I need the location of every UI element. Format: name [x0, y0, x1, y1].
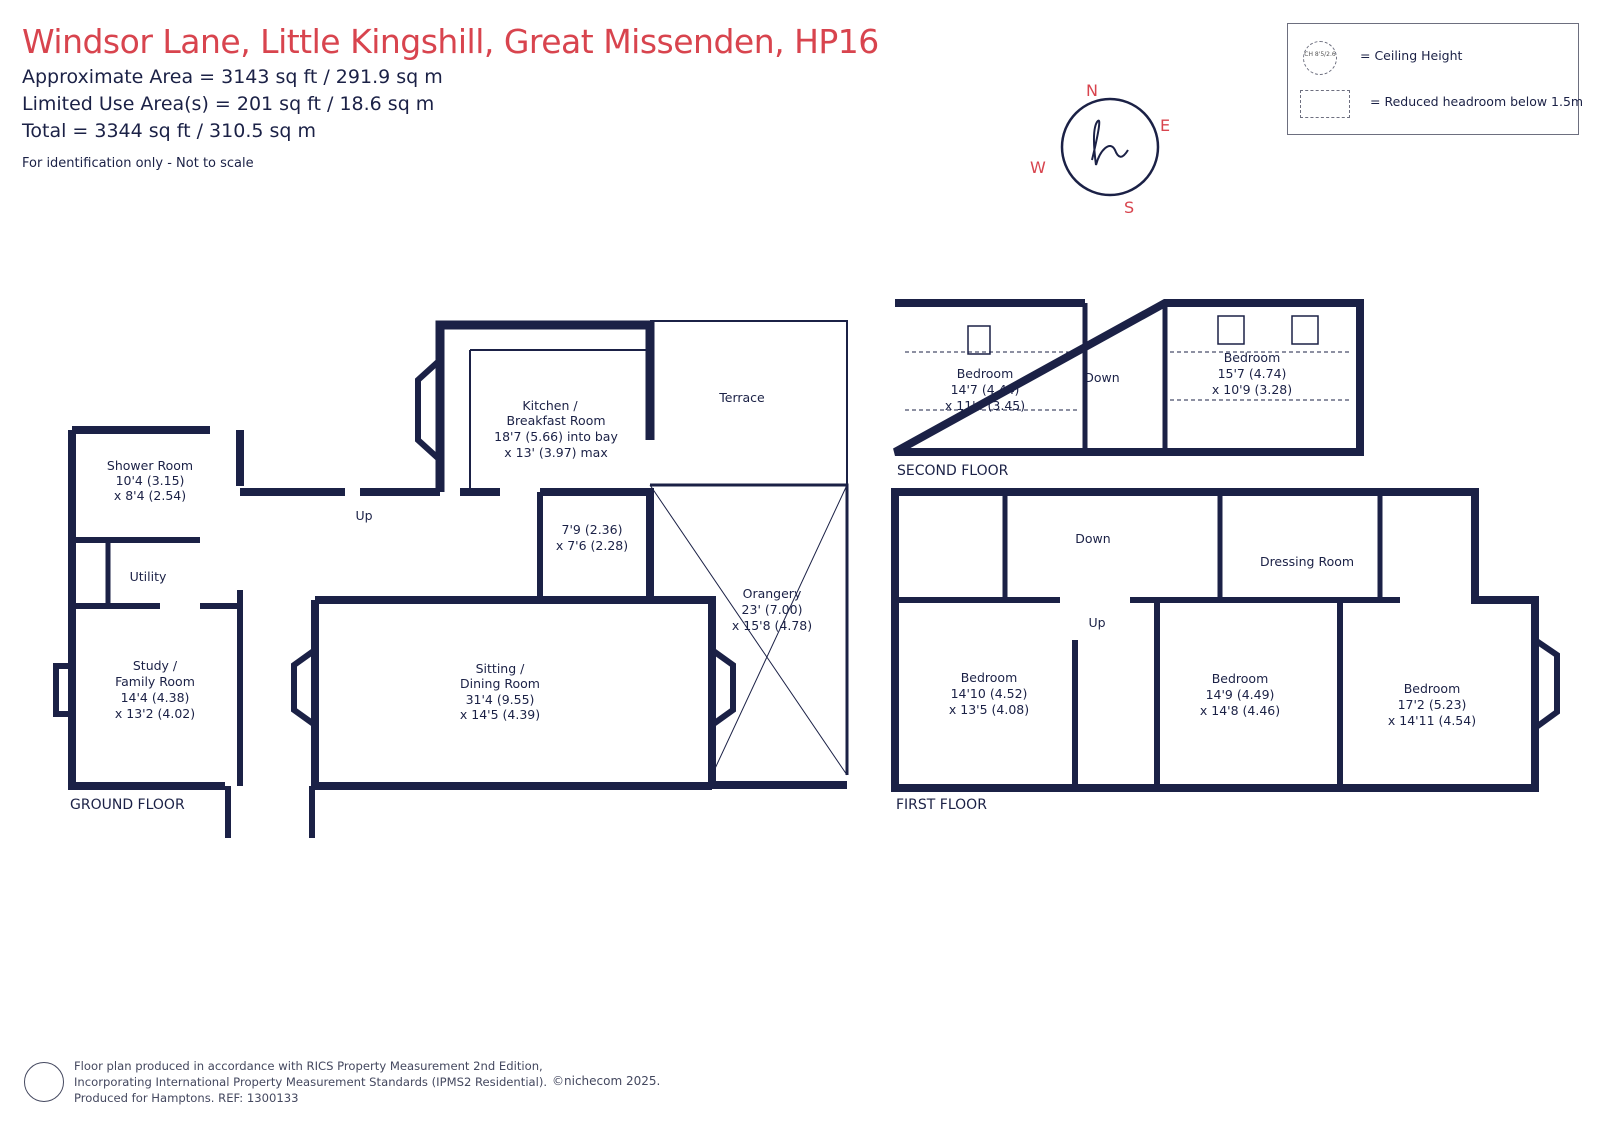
skylight-icon	[967, 325, 991, 355]
room-shower-dim2: x 8'4 (2.54)	[114, 488, 186, 503]
compass-w: W	[1030, 158, 1046, 177]
second-floor-labels: Bedroom 14'7 (4.44) x 11'4 (3.45) Bedroo…	[897, 350, 1292, 479]
compass-logo-icon	[1091, 119, 1129, 166]
footer-line3: Produced for Hamptons. REF: 1300133	[74, 1091, 299, 1105]
ff-dressing-room-name: Dressing Room	[1260, 554, 1354, 569]
room-utility-name: Utility	[130, 569, 167, 584]
room-kitchen-name1: Kitchen /	[522, 398, 578, 413]
sf-bedroom-right-dim2: x 10'9 (3.28)	[1212, 382, 1292, 397]
ff-stairs-up-label: Up	[1088, 615, 1105, 630]
compass-circle-icon	[1060, 97, 1160, 197]
sf-bedroom-left-dim1: 14'7 (4.44)	[951, 382, 1020, 397]
ff-bedroom-mid-dim1: 14'9 (4.49)	[1206, 687, 1275, 702]
footer-text: Floor plan produced in accordance with R…	[74, 1058, 547, 1106]
copyright: ©nichecom 2025.	[552, 1074, 661, 1088]
compass-e: E	[1160, 116, 1170, 135]
compass-rose: N E S W	[1030, 81, 1170, 217]
reduced-headroom-icon	[1300, 90, 1350, 118]
reduced-headroom-label: = Reduced headroom below 1.5m	[1370, 94, 1584, 109]
room-kitchen-dim2: x 13' (3.97) max	[504, 445, 607, 460]
ground-floor-walls	[53, 320, 849, 838]
legend-box: CH 8'5/2.6 = Ceiling Height = Reduced he…	[1287, 23, 1583, 135]
ground-floor-label: GROUND FLOOR	[70, 797, 185, 813]
footer-line2: Incorporating International Property Mea…	[74, 1075, 548, 1089]
room-small-dim1: 7'9 (2.36)	[562, 522, 623, 537]
ground-floor-labels: Shower Room 10'4 (3.15) x 8'4 (2.54) Uti…	[70, 390, 812, 813]
ff-bedroom-mid-dim2: x 14'8 (4.46)	[1200, 703, 1280, 718]
skylight-icon	[1291, 315, 1319, 345]
room-orangery-dim2: x 15'8 (4.78)	[732, 618, 812, 633]
limited-use-area: Limited Use Area(s) = 201 sq ft / 18.6 s…	[22, 93, 435, 115]
room-study-name2: Family Room	[115, 674, 195, 689]
sf-bedroom-left-dim2: x 11'4 (3.45)	[945, 398, 1025, 413]
ff-bedroom-right-dim1: 17'2 (5.23)	[1398, 697, 1467, 712]
room-kitchen-dim1: 18'7 (5.66) into bay	[494, 429, 618, 444]
room-sitting-name1: Sitting /	[476, 661, 526, 676]
room-sitting-dim2: x 14'5 (4.39)	[460, 707, 540, 722]
page-title: Windsor Lane, Little Kingshill, Great Mi…	[22, 22, 879, 61]
room-terrace-name: Terrace	[718, 390, 765, 405]
room-orangery-name: Orangery	[743, 586, 802, 601]
first-floor-labels: Bedroom 14'10 (4.52) x 13'5 (4.08) Bedro…	[896, 531, 1476, 813]
ceiling-height-icon: CH 8'5/2.6	[1303, 41, 1337, 75]
ff-bedroom-mid-name: Bedroom	[1212, 671, 1269, 686]
sf-bedroom-right-name: Bedroom	[1224, 350, 1281, 365]
ff-bedroom-left-name: Bedroom	[961, 670, 1018, 685]
second-floor-label: SECOND FLOOR	[897, 463, 1009, 479]
first-floor-label: FIRST FLOOR	[896, 797, 987, 813]
room-study-dim2: x 13'2 (4.02)	[115, 706, 195, 721]
first-floor-walls	[891, 488, 1560, 792]
stairs-up-label: Up	[355, 508, 372, 523]
room-shower-dim1: 10'4 (3.15)	[116, 473, 185, 488]
room-sitting-name2: Dining Room	[460, 676, 540, 691]
approximate-area: Approximate Area = 3143 sq ft / 291.9 sq…	[22, 66, 443, 88]
room-small-dim2: x 7'6 (2.28)	[556, 538, 628, 553]
second-floor-walls	[893, 299, 1364, 456]
sf-bedroom-left-name: Bedroom	[957, 366, 1014, 381]
room-shower-name: Shower Room	[107, 458, 193, 473]
room-kitchen-name2: Breakfast Room	[506, 413, 605, 428]
ceiling-height-label: = Ceiling Height	[1360, 48, 1463, 63]
compass-s: S	[1124, 198, 1134, 217]
room-orangery-dim1: 23' (7.00)	[742, 602, 803, 617]
ff-stairs-down-label: Down	[1075, 531, 1110, 546]
footer-line1: Floor plan produced in accordance with R…	[74, 1059, 543, 1073]
ff-bedroom-left-dim2: x 13'5 (4.08)	[949, 702, 1029, 717]
ff-bedroom-right-dim2: x 14'11 (4.54)	[1388, 713, 1476, 728]
scale-note: For identification only - Not to scale	[22, 156, 254, 171]
room-study-dim1: 14'4 (4.38)	[121, 690, 190, 705]
sf-stairs-down-label: Down	[1084, 370, 1119, 385]
skylight-icon	[1217, 315, 1245, 345]
room-study-name1: Study /	[133, 658, 178, 673]
total-area: Total = 3344 sq ft / 310.5 sq m	[22, 120, 316, 142]
sf-bedroom-right-dim1: 15'7 (4.74)	[1218, 366, 1287, 381]
info-person-icon	[24, 1062, 64, 1102]
compass-n: N	[1086, 81, 1098, 100]
room-sitting-dim1: 31'4 (9.55)	[466, 692, 535, 707]
ff-bedroom-left-dim1: 14'10 (4.52)	[951, 686, 1028, 701]
ff-bedroom-right-name: Bedroom	[1404, 681, 1461, 696]
